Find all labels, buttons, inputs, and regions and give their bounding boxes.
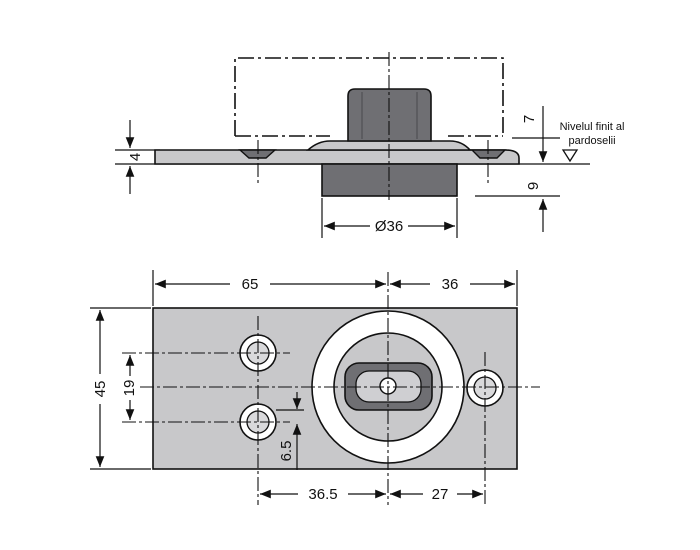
dim-45-label: 45 xyxy=(92,381,109,398)
dim-65-label: 65 xyxy=(242,276,259,293)
top-plate-side xyxy=(154,149,520,165)
door-phantom-outline xyxy=(234,57,504,136)
top-view: 65 36 45 19 6.5 36.5 27 xyxy=(90,270,540,505)
floor-level-note-line2: pardoselii xyxy=(568,135,615,147)
dim-6p5-label: 6.5 xyxy=(278,441,295,462)
dim-19-label: 19 xyxy=(121,380,138,397)
floor-level-note-line1: Nivelul finit al xyxy=(560,121,625,133)
dim-36p5-label: 36.5 xyxy=(308,486,337,503)
dim-d36-label: Ø36 xyxy=(375,218,403,235)
side-view: 4 7 Nivelul finit al pardoselii 9 Ø36 xyxy=(115,52,624,238)
dim-4-label: 4 xyxy=(127,153,144,161)
dim-36-label: 36 xyxy=(442,276,459,293)
dim-7-label: 7 xyxy=(521,115,538,123)
floor-level-triangle-icon xyxy=(561,149,579,163)
dim-27-label: 27 xyxy=(432,486,449,503)
dim-9-label: 9 xyxy=(525,182,542,190)
